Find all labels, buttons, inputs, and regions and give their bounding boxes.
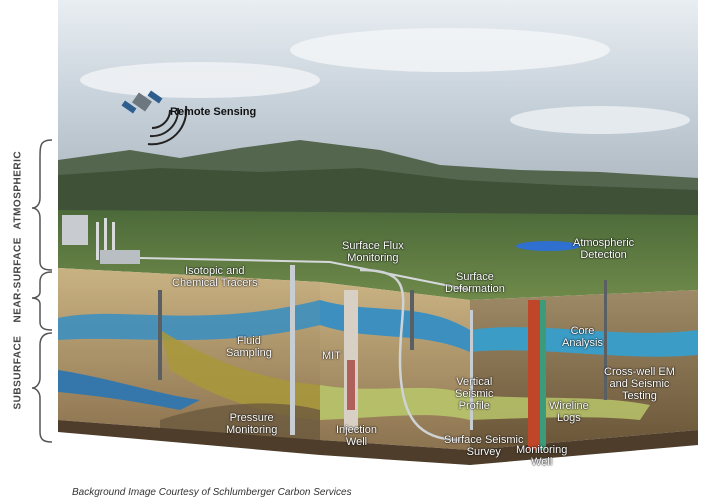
pipeline <box>139 257 471 291</box>
zone-label-subsurface: SUBSURFACE <box>12 335 24 410</box>
well-shaft <box>290 265 295 435</box>
injection-zone <box>347 360 355 410</box>
zone-label-near-surface: NEAR-SURFACE <box>12 237 24 323</box>
vsp-well <box>470 310 473 430</box>
label-wireline-logs: Wireline Logs <box>549 400 589 424</box>
label-monitoring-well: Monitoring Well <box>516 444 568 468</box>
block-base <box>58 420 698 465</box>
label-crosswell: Cross-well EM and Seismic Testing <box>604 366 675 402</box>
label-fluid-sampling: Fluid Sampling <box>226 335 272 359</box>
image-credit-caption: Background Image Courtesy of Schlumberge… <box>72 487 352 498</box>
label-vertical-seismic-profile: Vertical Seismic Profile <box>455 376 494 412</box>
cloud <box>80 62 320 98</box>
plant-building <box>100 250 140 264</box>
label-surface-deformation: Surface Deformation <box>445 271 505 295</box>
label-atmospheric-detection: Atmospheric Detection <box>573 237 635 261</box>
stack <box>96 222 99 260</box>
satellite-icon <box>121 90 188 146</box>
brine-layer <box>58 300 320 340</box>
monitoring-well <box>528 300 540 450</box>
label-surface-seismic-survey: Surface Seismic Survey <box>444 434 524 458</box>
crosswell-shaft <box>604 280 607 400</box>
cloud <box>290 28 610 72</box>
surface-ground <box>58 210 698 300</box>
stack <box>112 222 115 260</box>
bracket-subsurface <box>31 332 53 443</box>
label-remote-sensing: Remote Sensing <box>170 106 257 118</box>
label-pressure-monitoring: Pressure Monitoring <box>226 412 278 436</box>
brine-layer <box>58 370 200 410</box>
lake <box>516 241 580 251</box>
label-injection-well: Injection Well <box>336 424 377 448</box>
well-shaft <box>410 290 414 350</box>
cloud <box>510 106 690 134</box>
label-core-analysis: Core Analysis <box>562 325 603 349</box>
stack <box>104 218 107 260</box>
label-isotopic-tracers: Isotopic and Chemical Tracers <box>172 265 258 289</box>
co2-plume <box>320 385 470 420</box>
co2-plume <box>470 395 650 420</box>
plant-building <box>62 215 88 245</box>
well-shaft <box>158 290 162 380</box>
monitoring-well-core <box>540 300 546 450</box>
zone-label-atmospheric: ATMOSPHERIC <box>12 150 24 230</box>
label-mit: MIT <box>322 350 341 362</box>
pipeline <box>359 268 461 442</box>
co2-plume <box>160 330 320 420</box>
brine-layer <box>470 327 698 357</box>
label-surface-flux: Surface Flux Monitoring <box>342 240 404 264</box>
bracket-near-surface <box>31 271 53 331</box>
bracket-atmospheric <box>31 139 53 271</box>
